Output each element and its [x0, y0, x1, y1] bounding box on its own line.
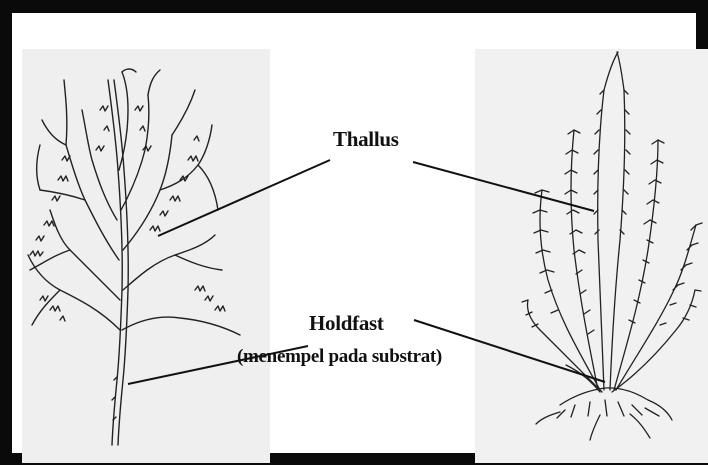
left-seaweed-illustration — [28, 69, 240, 445]
holdfast-label: Holdfast — [309, 311, 384, 336]
thallus-pointer-left — [158, 160, 330, 236]
thallus-label: Thallus — [333, 127, 399, 152]
holdfast-pointer-right — [414, 320, 605, 382]
right-seaweed-illustration — [522, 52, 702, 440]
holdfast-note-label: (menempel pada substrat) — [237, 346, 442, 368]
thallus-pointer-right — [413, 162, 594, 211]
